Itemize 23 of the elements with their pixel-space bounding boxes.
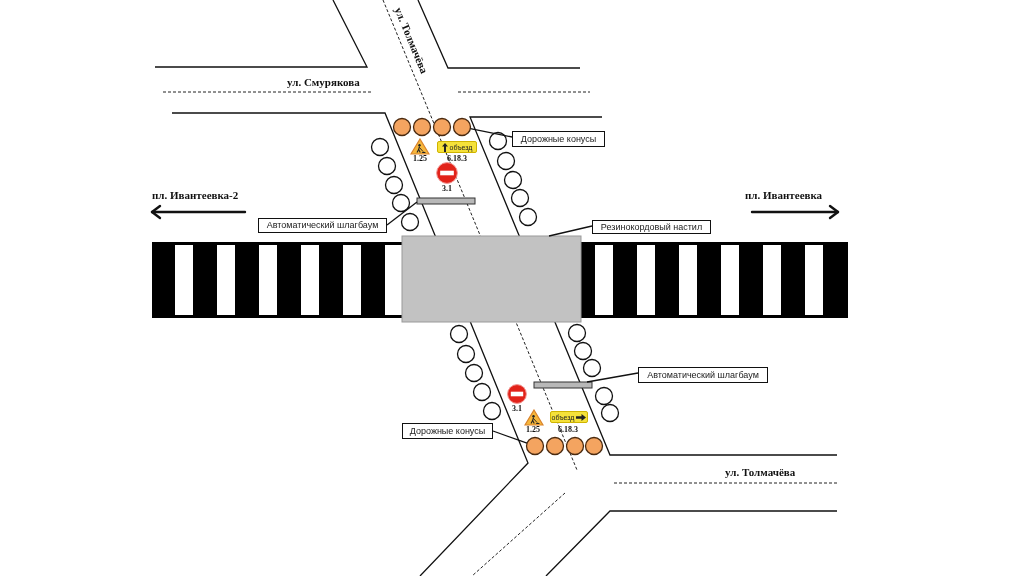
leader-line <box>469 127 513 138</box>
sign-number: 3.1 <box>512 405 522 413</box>
sign-number: 1.25 <box>413 155 427 163</box>
barrier-arm <box>416 197 476 205</box>
rubber-deck-slab <box>401 235 582 323</box>
place-name: ул. Толмачёва <box>725 467 796 478</box>
traffic-cone-icon <box>452 117 472 137</box>
callout-box: Автоматический шлагбаум <box>638 367 768 383</box>
callout-box: Дорожные конусы <box>512 131 605 147</box>
sign-number: 6.18.3 <box>558 426 578 434</box>
place-name: пл. Ивантеевка <box>745 190 823 201</box>
callout-box: Резинокордовый настил <box>592 220 711 234</box>
leader-line <box>586 372 639 383</box>
barrier-arm <box>533 381 593 389</box>
place-name: ул. Смурякова <box>287 77 360 88</box>
traffic-cone-icon <box>525 436 545 456</box>
leader-line <box>386 201 418 226</box>
leader-line <box>492 430 528 444</box>
callout-box: Дорожные конусы <box>402 423 493 439</box>
sign-number: 6.18.3 <box>447 155 467 163</box>
place-name: пл. Ивантеевка-2 <box>152 190 239 201</box>
callout-box: Автоматический шлагбаум <box>258 218 387 233</box>
leader-line <box>548 225 593 237</box>
